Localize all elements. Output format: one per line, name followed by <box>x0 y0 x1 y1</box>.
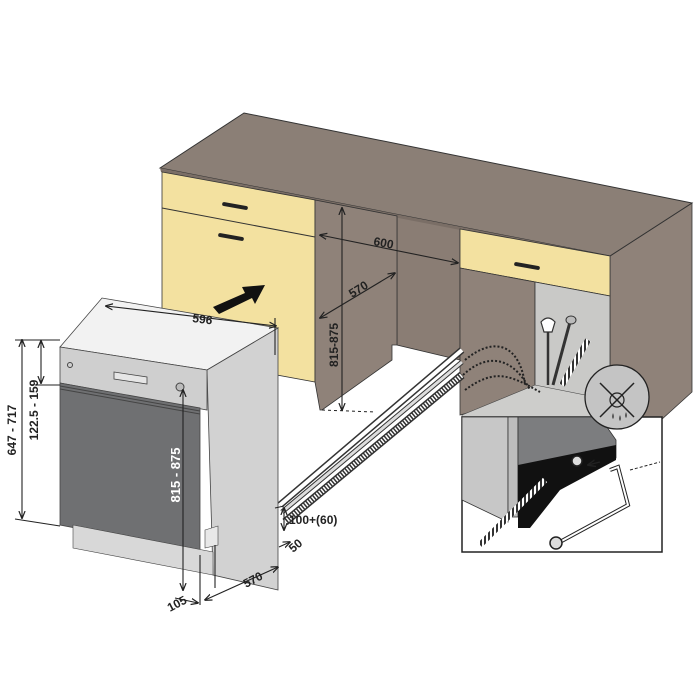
drain-hose <box>551 321 572 386</box>
niche-floor-dashed <box>321 409 376 413</box>
inlet-hose-inner <box>278 348 464 507</box>
display-window <box>113 371 148 385</box>
corrugated-hose <box>559 338 591 387</box>
label-niche-width: 600 <box>372 234 395 252</box>
hose-nut-icon <box>549 536 563 550</box>
power-plug-icon <box>540 317 556 333</box>
floor-hoses <box>277 347 465 526</box>
niche-left-panel <box>314 199 398 411</box>
dishwasher <box>59 297 280 591</box>
drawer-handle-right <box>514 262 540 270</box>
door-foot <box>204 525 219 549</box>
inlet-connector-icon <box>571 455 583 467</box>
label-dishwasher-height: 815 - 875 <box>168 448 183 503</box>
power-button-icon <box>67 362 73 368</box>
label-dishwasher-width: 596 <box>192 311 214 327</box>
label-door-offset: 105 <box>165 593 190 615</box>
no-leak-warning-circle <box>584 364 650 430</box>
label-plinth-height: 100+(60) <box>289 513 337 527</box>
connection-detail-inset <box>461 416 663 553</box>
door-vent-1 <box>59 385 201 412</box>
control-knob-icon <box>175 382 185 392</box>
hose-path-dotted-2 <box>462 359 531 391</box>
drawer-handle-top <box>222 202 248 210</box>
cable-line-inner <box>281 360 463 514</box>
drawer-handle-bottom <box>218 233 244 241</box>
drawer-separator <box>161 207 316 238</box>
label-control-strip-height: 122.5 - 159 <box>27 379 41 440</box>
niche-back-wall <box>396 214 461 361</box>
drain-hose-end <box>565 315 577 325</box>
hose-path-dotted-3 <box>464 375 541 393</box>
dishwasher-side <box>206 327 279 591</box>
drain-hose-floor-ribs <box>283 373 464 524</box>
label-front-panel-height: 647 - 717 <box>5 404 19 455</box>
water-drops-icon <box>612 412 627 421</box>
door-vent-2 <box>59 388 201 415</box>
utility-connections <box>462 315 591 393</box>
dimension-lines <box>14 208 458 605</box>
label-plinth-depth: 50 <box>286 536 305 556</box>
label-niche-height: 815-875 <box>327 323 341 367</box>
